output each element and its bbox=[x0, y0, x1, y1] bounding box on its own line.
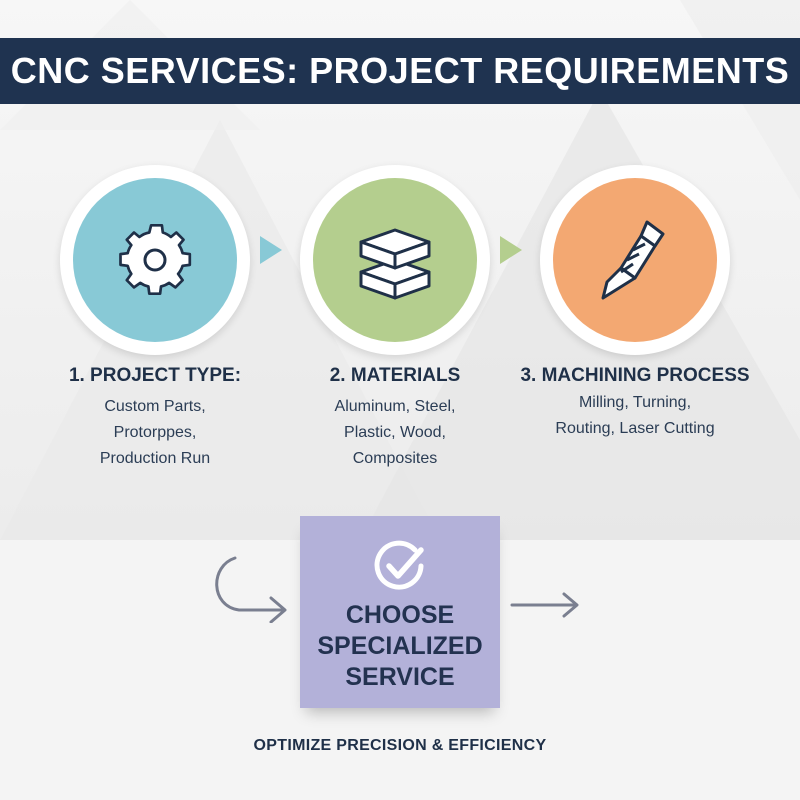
step-label: 1. PROJECT TYPE: bbox=[68, 365, 242, 386]
step-project-type bbox=[60, 165, 250, 355]
step-label: 2. MATERIALS bbox=[329, 365, 461, 386]
step-description: Aluminum, Steel, Plastic, Wood, Composit… bbox=[275, 394, 515, 472]
material-blocks-icon bbox=[359, 228, 431, 300]
connector-arrow-2 bbox=[500, 236, 522, 264]
step-materials bbox=[300, 165, 490, 355]
checkmark-circle-icon bbox=[374, 540, 424, 590]
step-machining-process bbox=[540, 165, 730, 355]
step-description-line: Aluminum, Steel, bbox=[334, 398, 456, 415]
curved-arrow-icon bbox=[215, 556, 287, 623]
step-description-line: Routing, Laser Cutting bbox=[555, 420, 715, 437]
choose-line: CHOOSE bbox=[345, 601, 455, 629]
step-description-line: Production Run bbox=[99, 450, 211, 467]
right-arrow-icon bbox=[510, 592, 579, 618]
choose-service-box: CHOOSE SPECIALIZED SERVICE bbox=[300, 516, 500, 708]
choose-service-text: CHOOSE SPECIALIZED SERVICE bbox=[300, 600, 500, 693]
choose-line: SERVICE bbox=[345, 663, 455, 691]
step-description-line: Protorppes, bbox=[113, 424, 197, 441]
step-label: 3. MACHINING PROCESS bbox=[520, 365, 750, 386]
page-title: CNC SERVICES: PROJECT REQUIREMENTS bbox=[10, 50, 790, 91]
gear-icon bbox=[119, 223, 192, 296]
choose-line: SPECIALIZED bbox=[317, 632, 483, 660]
drill-bit-icon bbox=[601, 220, 665, 300]
step-description-line: Milling, Turning, bbox=[578, 394, 692, 411]
connector-arrow-1 bbox=[260, 236, 282, 264]
step-description-line: Custom Parts, bbox=[104, 398, 206, 415]
step-description: Milling, Turning, Routing, Laser Cutting bbox=[515, 390, 755, 442]
tagline: OPTIMIZE PRECISION & EFFICIENCY bbox=[253, 737, 547, 754]
title-bar: CNC SERVICES: PROJECT REQUIREMENTS bbox=[0, 38, 800, 104]
step-description-line: Composites bbox=[352, 450, 438, 467]
step-description-line: Plastic, Wood, bbox=[344, 424, 446, 441]
step-description: Custom Parts, Protorppes, Production Run bbox=[35, 394, 275, 472]
